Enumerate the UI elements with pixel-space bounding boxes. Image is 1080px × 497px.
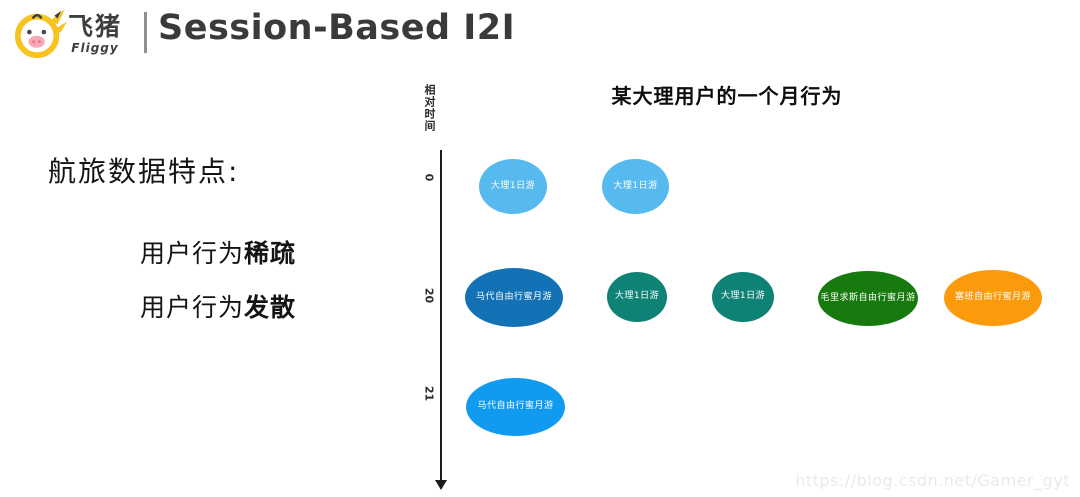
bullet-sparse-keyword: 稀疏 bbox=[244, 239, 297, 268]
bullet-divergent: 用户行为发散 bbox=[140, 288, 296, 324]
y-axis-label: 相对时间 bbox=[423, 84, 436, 132]
brand-name-en: Fliggy bbox=[71, 41, 119, 55]
bullet-sparse: 用户行为稀疏 bbox=[140, 234, 296, 270]
event-bubble: 大理1日游 bbox=[602, 159, 669, 214]
left-panel-heading: 航旅数据特点: bbox=[48, 155, 240, 188]
event-bubble: 大理1日游 bbox=[712, 272, 774, 322]
bullet-divergent-keyword: 发散 bbox=[244, 293, 297, 322]
event-bubble: 毛里求斯自由行蜜月游 bbox=[818, 271, 918, 326]
brand-wordmark: 飞猪 Fliggy bbox=[68, 14, 122, 54]
axis-tick-label: 20 bbox=[422, 287, 436, 304]
event-bubble: 塞班自由行蜜月游 bbox=[944, 270, 1042, 326]
time-axis-line bbox=[440, 150, 442, 481]
brand-name-cn: 飞猪 bbox=[68, 12, 123, 41]
event-bubble: 大理1日游 bbox=[479, 159, 547, 214]
event-bubble: 大理1日游 bbox=[607, 272, 667, 322]
axis-tick-label: 0 bbox=[422, 173, 436, 182]
time-axis-arrowhead-icon bbox=[435, 480, 447, 490]
page-title: Session-Based I2I bbox=[158, 8, 516, 48]
bullet-divergent-prefix: 用户行为 bbox=[140, 293, 245, 322]
watermark-url: https://blog.csdn.net/Gamer_gyt bbox=[795, 471, 1070, 490]
axis-tick-label: 21 bbox=[422, 385, 436, 402]
chart-title: 某大理用户的一个月行为 bbox=[611, 84, 843, 108]
event-bubble: 马代自由行蜜月游 bbox=[465, 268, 563, 327]
event-bubble: 马代自由行蜜月游 bbox=[466, 378, 565, 436]
header-divider bbox=[144, 12, 147, 53]
fliggy-pig-logo-icon bbox=[14, 8, 68, 59]
bullet-sparse-prefix: 用户行为 bbox=[140, 239, 245, 268]
